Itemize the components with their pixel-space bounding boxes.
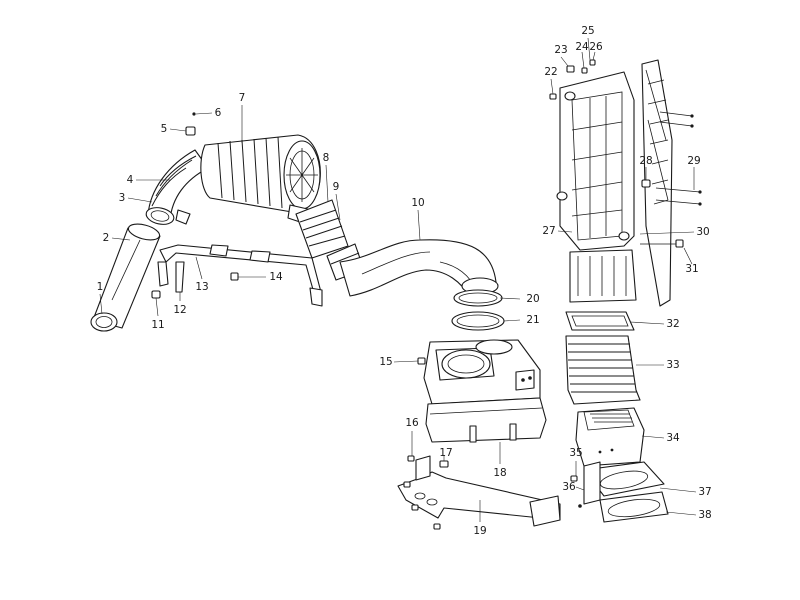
airbox-cover bbox=[423, 339, 541, 405]
duct-gasket-frame bbox=[565, 311, 635, 331]
side-mount-plate bbox=[570, 461, 601, 508]
callout-18: 18 bbox=[493, 467, 506, 479]
callout-4: 4 bbox=[127, 174, 134, 186]
callout-8: 8 bbox=[323, 152, 330, 164]
grille-mounting-bolts bbox=[641, 111, 702, 206]
callout-13: 13 bbox=[195, 281, 208, 293]
callout-24: 24 bbox=[575, 41, 589, 53]
mounting-rail-bracket bbox=[157, 244, 323, 307]
duct-transition-piece bbox=[575, 407, 645, 467]
callout-19: 19 bbox=[473, 525, 486, 537]
callout-5: 5 bbox=[161, 123, 168, 135]
callout-7: 7 bbox=[239, 92, 246, 104]
intake-hose-elbow bbox=[145, 149, 209, 225]
air-filter-housing bbox=[200, 134, 321, 225]
lower-bolt bbox=[640, 239, 684, 248]
callout-12: 12 bbox=[173, 304, 186, 316]
airbox-lower-tray bbox=[425, 397, 547, 443]
callout-33: 33 bbox=[666, 359, 679, 371]
callout-labels: 1 2 3 4 5 6 7 8 9 10 11 12 13 14 15 16 1… bbox=[97, 25, 712, 537]
callout-38: 38 bbox=[698, 509, 711, 521]
callout-21: 21 bbox=[526, 314, 539, 326]
intake-housing-main bbox=[556, 71, 637, 303]
housing-top-fasteners bbox=[549, 59, 596, 100]
intake-pipe bbox=[90, 223, 161, 332]
airbox-bolt bbox=[417, 357, 426, 365]
support-plate-bracket bbox=[397, 455, 561, 527]
outlet-flange bbox=[599, 491, 669, 523]
flange-seal-clamp bbox=[583, 461, 665, 497]
callout-16: 16 bbox=[405, 417, 419, 429]
hose-clamp-upper bbox=[453, 289, 503, 307]
callout-35: 35 bbox=[569, 447, 582, 459]
callout-9: 9 bbox=[333, 181, 340, 193]
bellows-duct bbox=[565, 335, 641, 405]
leader-lines bbox=[99, 37, 697, 522]
callout-29: 29 bbox=[687, 155, 700, 167]
callout-2: 2 bbox=[103, 232, 110, 244]
bracket-nut bbox=[151, 290, 161, 299]
callout-15: 15 bbox=[379, 356, 392, 368]
callout-28: 28 bbox=[639, 155, 652, 167]
callout-17: 17 bbox=[439, 447, 452, 459]
bracket-spacer bbox=[230, 272, 239, 281]
callout-36: 36 bbox=[562, 481, 576, 493]
callout-10: 10 bbox=[411, 197, 424, 209]
callout-23: 23 bbox=[554, 44, 567, 56]
callout-34: 34 bbox=[666, 432, 680, 444]
hose-clamp-lower bbox=[451, 311, 505, 331]
callout-6: 6 bbox=[215, 107, 222, 119]
callout-1: 1 bbox=[97, 281, 104, 293]
callout-32: 32 bbox=[666, 318, 679, 330]
bracket-bolt bbox=[175, 261, 185, 293]
filter-hose-coupling bbox=[295, 199, 349, 259]
callout-14: 14 bbox=[269, 271, 283, 283]
callout-26: 26 bbox=[589, 41, 603, 53]
callout-31: 31 bbox=[685, 263, 698, 275]
clamp-screw bbox=[185, 112, 196, 136]
grille-panel bbox=[641, 59, 673, 307]
callout-11: 11 bbox=[151, 319, 164, 331]
callout-27: 27 bbox=[542, 225, 555, 237]
main-intake-duct bbox=[339, 239, 499, 299]
callout-20: 20 bbox=[526, 293, 539, 305]
bracket-fasteners bbox=[403, 455, 449, 530]
callout-25: 25 bbox=[581, 25, 594, 37]
callout-30: 30 bbox=[696, 226, 709, 238]
callout-22: 22 bbox=[544, 66, 557, 78]
callout-3: 3 bbox=[119, 192, 126, 204]
callout-37: 37 bbox=[698, 486, 711, 498]
